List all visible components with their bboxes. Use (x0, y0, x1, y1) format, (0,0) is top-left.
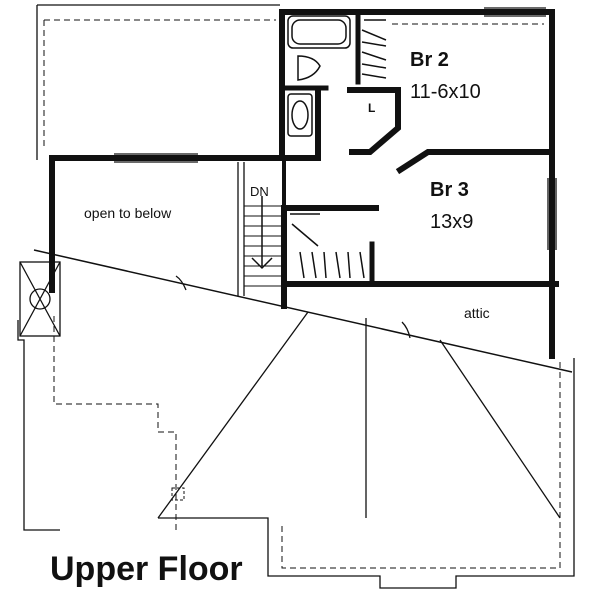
br3-name: Br 3 (430, 179, 469, 201)
window-north (114, 153, 198, 163)
linen-label: L (368, 101, 375, 115)
roof-bottom (158, 358, 575, 589)
floor-title: Upper Floor (50, 550, 243, 588)
roof-outline-upper (36, 4, 280, 160)
sink (287, 93, 313, 137)
br2-size: 11-6x10 (410, 81, 481, 103)
window-br3 (547, 178, 557, 250)
open-below-label: open to below (84, 205, 172, 221)
stair-arrow (251, 196, 273, 270)
ridge-left (157, 311, 309, 519)
stair-treads (244, 205, 284, 287)
window-br2 (484, 7, 546, 17)
toilet-icon (297, 55, 321, 81)
walls (49, 9, 559, 359)
roof-outline-lower (17, 320, 60, 531)
ridge-right (439, 339, 561, 519)
fixtures (244, 15, 387, 287)
chimney-flue (29, 288, 51, 310)
stair-direction-label: DN (250, 184, 269, 199)
dash-upper-room (43, 19, 276, 150)
br3-size: 13x9 (430, 211, 473, 233)
exterior-wall-north (279, 9, 555, 359)
break-marks (175, 275, 411, 339)
linen-wall (347, 87, 401, 155)
dash-lower-left (53, 316, 177, 530)
bathtub (287, 15, 351, 49)
dashed-lines (43, 19, 561, 569)
thin-lines (17, 4, 575, 589)
br2-name: Br 2 (410, 49, 449, 71)
dash-lower-right (281, 360, 561, 569)
closet-rod-br2 (361, 19, 387, 79)
roof-slope-line (33, 249, 573, 373)
br2-south-wall (395, 149, 555, 175)
chimney-x (19, 261, 61, 337)
dash-post (171, 487, 185, 501)
closet-rod-br3 (290, 213, 365, 279)
attic-label: attic (464, 305, 490, 321)
chimney (19, 261, 61, 337)
